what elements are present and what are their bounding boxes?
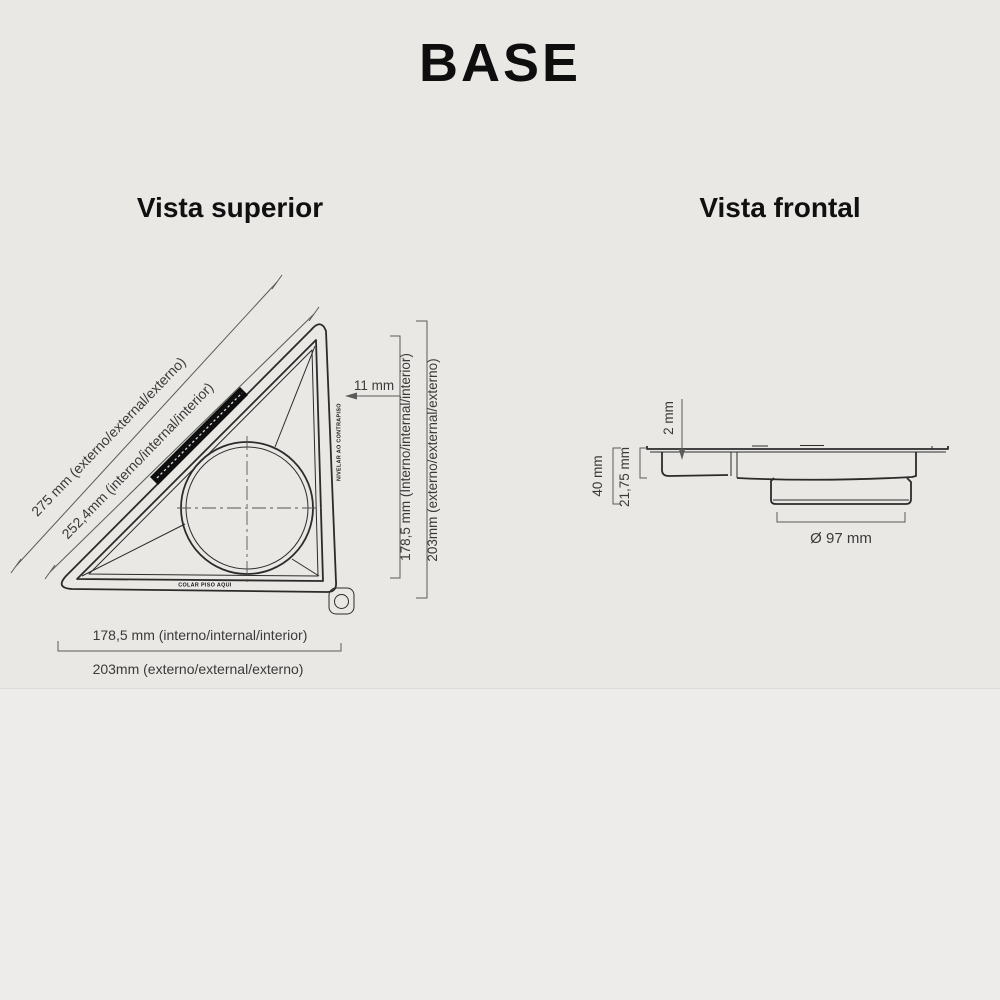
fold-line-top-right [274, 345, 316, 448]
dim-right-externo: 203mm (externo/external/externo) [416, 320, 440, 599]
dim-label-right-203: 203mm (externo/external/externo) [425, 358, 440, 561]
dim-outlet-diameter: Ø 97 mm [776, 512, 906, 547]
page-title: BASE [418, 33, 582, 93]
heading-vista-superior: Vista superior [136, 192, 324, 223]
triangle-outer-outline [60, 323, 337, 593]
triangle-inner-rim-outer [76, 339, 324, 582]
brand-strip [150, 387, 248, 485]
dim-label-2mm: 2 mm [661, 401, 676, 435]
tray-outline [736, 452, 917, 481]
dim-bracket-2175mm [639, 447, 647, 479]
flange-top-line [646, 446, 949, 450]
fold-line-bottom-left [81, 523, 186, 577]
dim-label-40mm: 40 mm [590, 455, 605, 496]
dim-tick-275-b [271, 274, 283, 290]
dim-tick-252-a [44, 564, 56, 580]
dim-lip: 2 mm [661, 399, 686, 460]
dim-line-252 [49, 313, 315, 573]
dim-label-97mm: Ø 97 mm [810, 530, 872, 547]
dim-right-interno: 178,5 mm (Interno/internal/interior) [390, 335, 413, 579]
corner-screw-tab [328, 587, 355, 615]
dim-label-2175mm: 21,75 mm [617, 447, 632, 507]
dim-arrow-2mm [678, 449, 686, 460]
fold-line-bottom-right [291, 558, 320, 577]
dim-tick-252-b [308, 306, 320, 322]
corner-screw-hole [334, 594, 349, 609]
dim-diagonal-externo: 275 mm (externo/external/externo) [10, 274, 283, 574]
dim-diagonal-interno: 252,4mm (interno/internal/interior) [44, 306, 320, 580]
dim-label-right-178: 178,5 mm (Interno/internal/interior) [398, 353, 413, 561]
brand-strip-lettering [156, 392, 243, 479]
spigot-outline [770, 477, 912, 505]
dim-bracket-bottom-178 [57, 641, 342, 652]
dim-label-bottom-178: 178,5 mm (interno/internal/interior) [93, 627, 308, 643]
dim-height-total: 40 mm [590, 447, 621, 505]
bottom-note-text: COLAR PISO AQUI [178, 583, 232, 589]
background-lower-band [0, 688, 1000, 1000]
dim-arrow-11mm [345, 392, 357, 400]
vista-frontal-drawing: 2 mm 40 mm 21,75 mm Ø 97 mm [590, 399, 949, 547]
dim-bracket-40mm [612, 447, 621, 505]
dim-bracket-97mm [776, 512, 906, 523]
dim-height-body: 21,75 mm [617, 447, 647, 507]
dim-bottom-interno: 178,5 mm (interno/internal/interior) [57, 627, 342, 652]
left-chamber-outline [661, 452, 729, 477]
heading-vista-frontal: Vista frontal [699, 192, 861, 223]
vista-superior-drawing: NIVELAR AO CONTRAPISO COLAR PISO AQUI 27… [10, 274, 440, 677]
edge-note-text: NIVELAR AO CONTRAPISO [337, 403, 343, 481]
dim-bracket-right-203 [416, 320, 428, 599]
chamber-divider [730, 452, 738, 478]
dim-tick-275-a [10, 558, 22, 574]
dim-bracket-right-178 [390, 335, 401, 579]
dim-flange-width: 11 mm [345, 378, 400, 400]
dim-line-275 [15, 281, 278, 567]
dim-label-bottom-203: 203mm (externo/external/externo) [93, 661, 304, 677]
dim-label-11mm: 11 mm [354, 378, 394, 393]
